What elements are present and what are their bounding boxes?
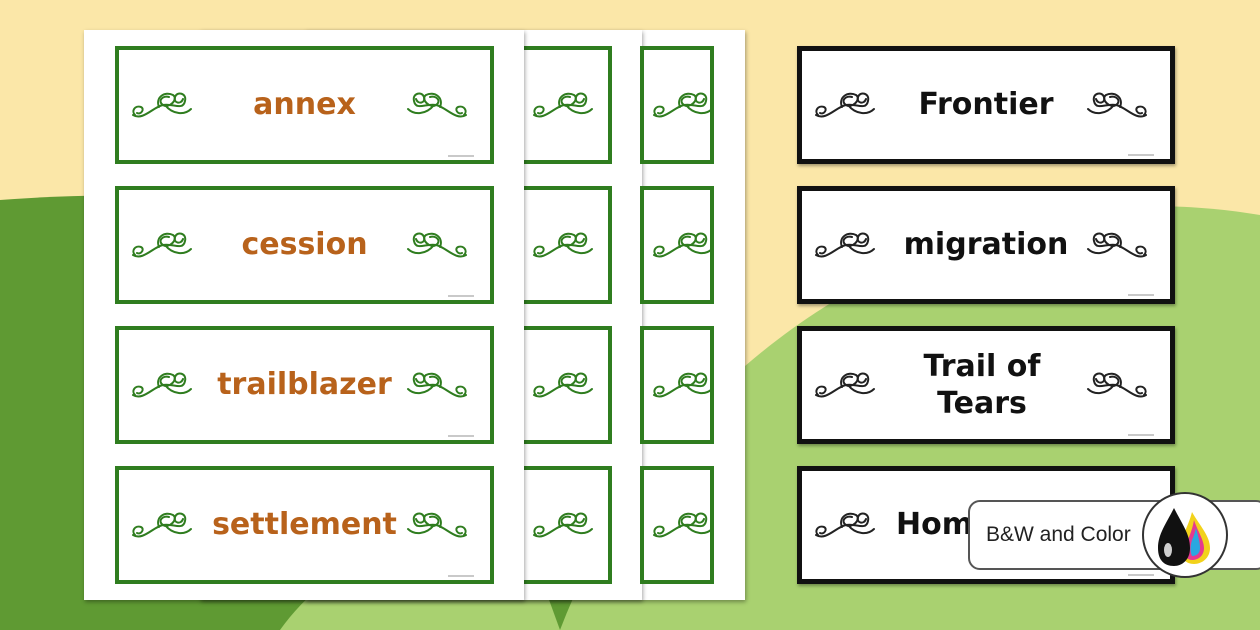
- swirl-ornament-icon: [650, 225, 718, 265]
- swirl-ornament-icon: [812, 85, 880, 125]
- word-card-trail-of-tears: Trail of Tears: [797, 326, 1175, 444]
- footer-mark: [448, 155, 474, 157]
- swirl-ornament-icon: [530, 85, 598, 125]
- swirl-ornament-icon: [812, 225, 880, 265]
- word-card-settlement: settlement: [115, 466, 494, 584]
- back-card: [640, 466, 714, 584]
- swirl-ornament-icon: [812, 505, 880, 545]
- footer-mark: [1128, 154, 1154, 156]
- swirl-ornament-icon: [1082, 85, 1150, 125]
- swirl-ornament-icon: [402, 505, 470, 545]
- back-card: [520, 466, 612, 584]
- back-card: [520, 46, 612, 164]
- back-card: [520, 186, 612, 304]
- swirl-ornament-icon: [129, 85, 197, 125]
- swirl-ornament-icon: [402, 365, 470, 405]
- card-word: Trail of Tears: [923, 348, 1041, 422]
- word-card-trailblazer: trailblazer: [115, 326, 494, 444]
- word-card-cession: cession: [115, 186, 494, 304]
- swirl-ornament-icon: [402, 225, 470, 265]
- swirl-ornament-icon: [650, 365, 718, 405]
- swirl-ornament-icon: [129, 505, 197, 545]
- back-card: [640, 46, 714, 164]
- swirl-ornament-icon: [1082, 365, 1150, 405]
- swirl-ornament-icon: [129, 225, 197, 265]
- word-card-migration: migration: [797, 186, 1175, 304]
- card-word: trailblazer: [217, 367, 392, 403]
- swirl-ornament-icon: [129, 365, 197, 405]
- ink-drops-icon: [1140, 490, 1230, 580]
- card-word: annex: [253, 87, 356, 123]
- back-card: [640, 326, 714, 444]
- badge-label: B&W and Color: [986, 523, 1131, 546]
- card-word: Hom: [896, 507, 973, 543]
- card-word: migration: [903, 227, 1069, 263]
- swirl-ornament-icon: [530, 365, 598, 405]
- footer-mark: [1128, 294, 1154, 296]
- swirl-ornament-icon: [530, 225, 598, 265]
- card-word: settlement: [212, 507, 397, 543]
- card-word: cession: [241, 227, 368, 263]
- swirl-ornament-icon: [530, 505, 598, 545]
- swirl-ornament-icon: [650, 505, 718, 545]
- footer-mark: [1128, 434, 1154, 436]
- back-card: [640, 186, 714, 304]
- swirl-ornament-icon: [812, 365, 880, 405]
- card-word: Frontier: [918, 87, 1054, 123]
- footer-mark: [448, 295, 474, 297]
- footer-mark: [448, 575, 474, 577]
- word-card-annex: annex: [115, 46, 494, 164]
- swirl-ornament-icon: [402, 85, 470, 125]
- back-card: [520, 326, 612, 444]
- footer-mark: [448, 435, 474, 437]
- swirl-ornament-icon: [650, 85, 718, 125]
- swirl-ornament-icon: [1082, 225, 1150, 265]
- word-card-frontier: Frontier: [797, 46, 1175, 164]
- footer-mark: [1128, 574, 1154, 576]
